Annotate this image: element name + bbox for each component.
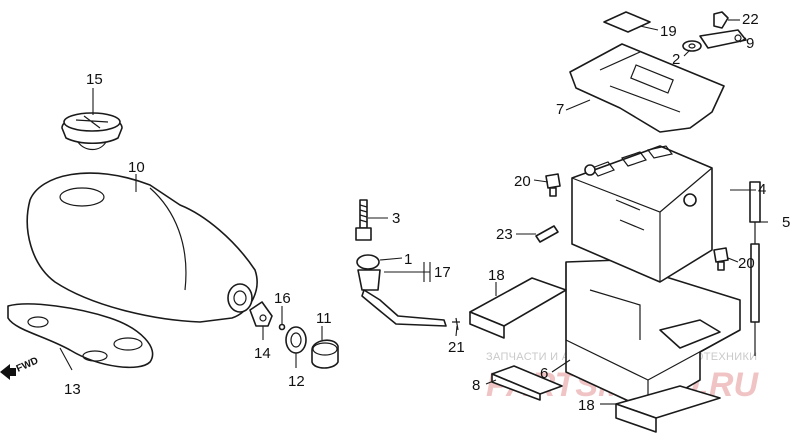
fuel-tank bbox=[26, 172, 258, 323]
callout-4: 4 bbox=[758, 181, 766, 198]
leader-lines bbox=[59, 19, 768, 405]
pad-18-left bbox=[469, 277, 567, 339]
breather-tube-assembly bbox=[356, 254, 447, 327]
callout-13: 13 bbox=[64, 381, 81, 398]
callout-19: 19 bbox=[660, 23, 677, 40]
callout-15: 15 bbox=[86, 71, 103, 88]
callout-6: 6 bbox=[540, 365, 548, 382]
callout-16: 16 bbox=[274, 290, 291, 307]
callout-23: 23 bbox=[496, 226, 513, 243]
vent-tube bbox=[749, 181, 761, 356]
bolt-20-lower bbox=[713, 247, 729, 271]
washer-2 bbox=[682, 40, 702, 52]
tank-pad bbox=[7, 303, 154, 369]
callout-20-upper: 20 bbox=[514, 173, 531, 190]
callout-8: 8 bbox=[472, 377, 480, 394]
petcock bbox=[249, 301, 273, 327]
fuel-cap bbox=[61, 112, 123, 151]
terminal-bracket bbox=[699, 29, 747, 49]
callout-1: 1 bbox=[404, 251, 412, 268]
callout-3: 3 bbox=[392, 210, 400, 227]
pad-8 bbox=[491, 365, 563, 401]
pin-23 bbox=[535, 225, 559, 243]
callout-21: 21 bbox=[448, 339, 465, 356]
callout-17: 17 bbox=[434, 264, 451, 281]
bolt-20-upper bbox=[545, 173, 561, 197]
forward-arrow: FWD bbox=[0, 355, 40, 380]
seal-ring bbox=[285, 326, 307, 354]
callout-labels: 15 10 13 14 16 12 11 3 1 17 21 23 18 20 … bbox=[64, 11, 790, 414]
callout-9: 9 bbox=[746, 35, 754, 52]
callout-2: 2 bbox=[672, 51, 680, 68]
callout-7: 7 bbox=[556, 101, 564, 118]
washer-16 bbox=[278, 323, 286, 331]
battery bbox=[571, 145, 713, 283]
callout-18-left: 18 bbox=[488, 267, 505, 284]
callout-22: 22 bbox=[742, 11, 759, 28]
label-tag-19 bbox=[603, 11, 651, 33]
callout-20-lower: 20 bbox=[738, 255, 755, 272]
clip-21 bbox=[452, 317, 460, 331]
nut-22 bbox=[713, 11, 729, 29]
callout-5: 5 bbox=[782, 214, 790, 231]
callout-18-bottom: 18 bbox=[578, 397, 595, 414]
callout-14: 14 bbox=[254, 345, 271, 362]
battery-box bbox=[565, 259, 741, 411]
battery-holder-plate bbox=[569, 43, 725, 133]
callout-11: 11 bbox=[316, 310, 332, 327]
bolt-3 bbox=[355, 199, 372, 241]
callout-12: 12 bbox=[288, 373, 305, 390]
callout-10: 10 bbox=[128, 159, 145, 176]
tank-cap-11 bbox=[311, 339, 339, 369]
forward-label: FWD bbox=[15, 355, 40, 374]
pad-18-bottom bbox=[615, 385, 721, 433]
